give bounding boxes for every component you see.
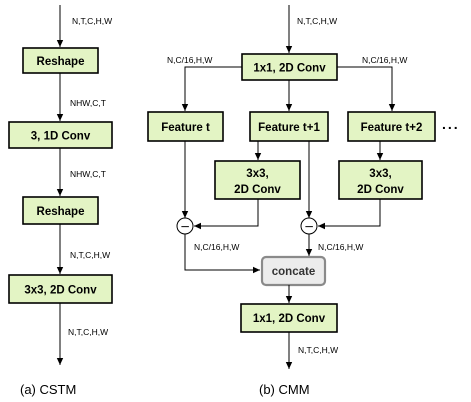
- cmm-feature-t1-label: Feature t+1: [258, 122, 320, 134]
- cmm-conv-b-box: [338, 160, 423, 200]
- cmm-conv-bottom-box: [240, 303, 338, 333]
- cstm-reshape-label-2: Reshape: [37, 206, 85, 218]
- cmm-edge-left-label: N,C/16,H,W: [167, 55, 212, 65]
- cmm-conv-a-to-sub1-arrow: [194, 199, 259, 230]
- cstm-module: N,T,C,H,W Reshape NHW,C,T 3, 1D Conv NHW…: [8, 5, 113, 397]
- cstm-reshape-box-2: [22, 196, 99, 225]
- cmm-feature-t1-box: [249, 111, 329, 142]
- cstm-edge-label-2: NHW,C,T: [70, 169, 106, 179]
- cmm-conv-a-box: [214, 160, 301, 200]
- cmm-conv-a-label-1: 3x3,: [246, 168, 268, 180]
- cmm-edge-sub1-label: N,C/16,H,W: [194, 242, 239, 252]
- cmm-branch-left-arrow: [181, 66, 242, 111]
- cmm-feature-t-label: Feature t: [161, 122, 210, 134]
- cmm-subtract-symbol-1: −: [180, 220, 190, 234]
- cmm-conv-a-label-2: 2D Conv: [234, 184, 281, 196]
- cmm-feature-t2-label: Feature t+2: [361, 122, 423, 134]
- cmm-concat-box: [260, 255, 327, 287]
- cmm-conv-b-label-2: 2D Conv: [357, 184, 404, 196]
- cmm-conv-b-to-sub2-arrow: [318, 199, 381, 230]
- cmm-sub1-to-concat-arrow: [184, 234, 260, 274]
- cmm-conv-bottom-label: 1x1, 2D Conv: [253, 313, 326, 325]
- cstm-conv2d-label: 3x3, 2D Conv: [24, 285, 97, 297]
- cstm-caption: (a) CSTM: [20, 382, 76, 397]
- cmm-ellipsis: ...: [442, 116, 460, 132]
- cmm-concat-label: concate: [272, 266, 315, 278]
- cstm-input-label: N,T,C,H,W: [72, 16, 112, 26]
- cstm-edge-label-3: N,T,C,H,W: [70, 250, 110, 260]
- cstm-reshape-label-1: Reshape: [37, 56, 85, 68]
- cmm-module: N,T,C,H,W 1x1, 2D Conv N,C/16,H,W N,C/16…: [147, 5, 460, 397]
- cmm-feature-t-box: [147, 111, 224, 142]
- cmm-conv-top-label: 1x1, 2D Conv: [253, 63, 326, 75]
- cmm-feature-t2-box: [347, 111, 436, 142]
- cmm-caption: (b) CMM: [259, 382, 310, 397]
- cmm-branch-right-arrow: [337, 66, 396, 111]
- cstm-output-label: N,T,C,H,W: [68, 327, 108, 337]
- cmm-conv-b-label-1: 3x3,: [369, 168, 391, 180]
- cstm-edge-label-1: NHW,C,T: [70, 98, 106, 108]
- cstm-conv1d-box: [8, 121, 113, 149]
- cmm-edge-sub2-label: N,C/16,H,W: [318, 242, 363, 252]
- cmm-input-label: N,T,C,H,W: [297, 16, 337, 26]
- cmm-output-label: N,T,C,H,W: [298, 345, 338, 355]
- cmm-subtract-symbol-2: −: [304, 220, 314, 234]
- cstm-conv1d-label: 3, 1D Conv: [31, 131, 91, 143]
- cmm-edge-right-label: N,C/16,H,W: [362, 55, 407, 65]
